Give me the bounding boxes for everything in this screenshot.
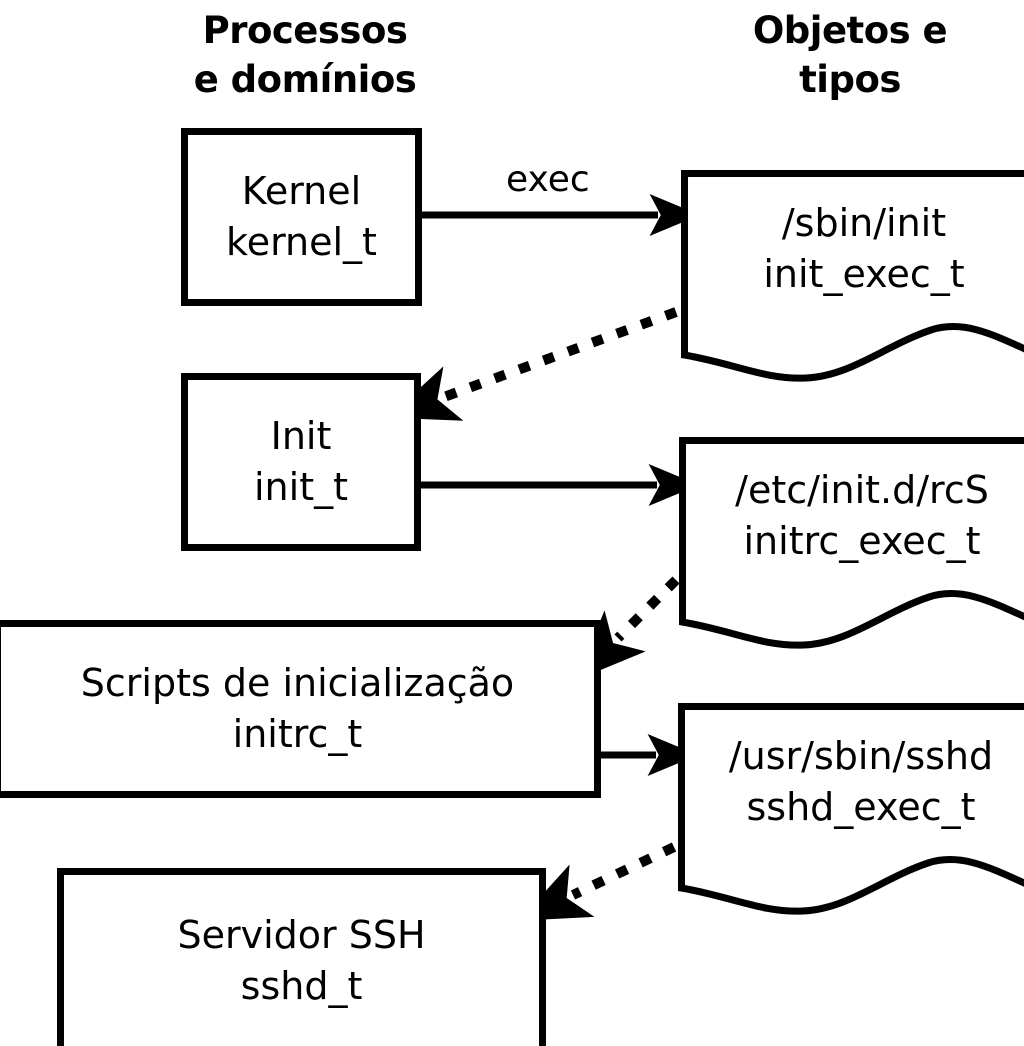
object-type: sshd_exec_t bbox=[746, 785, 976, 829]
object-doc-sbin-init[interactable]: /sbin/init init_exec_t bbox=[681, 170, 1024, 385]
column-header-objects: Objetos e tipos bbox=[752, 9, 948, 101]
object-path: /etc/init.d/rcS bbox=[735, 468, 989, 512]
process-name: Init bbox=[270, 414, 332, 458]
object-path: /sbin/init bbox=[781, 201, 947, 245]
object-type: initrc_exec_t bbox=[743, 519, 981, 563]
object-type: init_exec_t bbox=[763, 252, 965, 296]
object-doc-rcs[interactable]: /etc/init.d/rcS initrc_exec_t bbox=[679, 437, 1024, 652]
object-path: /usr/sbin/sshd bbox=[728, 734, 994, 778]
column-header-processes: Processos e domínios bbox=[193, 9, 417, 101]
process-box-initrc[interactable]: Scripts de inicialização initrc_t bbox=[0, 620, 601, 798]
edge-sshd-exec-transition-sshd bbox=[518, 842, 677, 921]
process-type: initrc_t bbox=[232, 712, 363, 756]
process-type: sshd_t bbox=[240, 964, 363, 1008]
edge-label-exec: exec bbox=[506, 159, 590, 200]
process-type: init_t bbox=[254, 465, 348, 509]
process-name: Servidor SSH bbox=[177, 913, 426, 957]
process-box-init[interactable]: Init init_t bbox=[181, 373, 421, 551]
object-doc-sshd[interactable]: /usr/sbin/sshd sshd_exec_t bbox=[678, 703, 1024, 918]
process-box-kernel[interactable]: Kernel kernel_t bbox=[181, 128, 422, 306]
process-name: Scripts de inicialização bbox=[80, 661, 515, 705]
edge-sbin-init-transition-init bbox=[387, 307, 678, 421]
edge-rcs-transition-initrc bbox=[575, 576, 680, 681]
process-type: kernel_t bbox=[226, 220, 377, 264]
process-box-sshd[interactable]: Servidor SSH sshd_t bbox=[57, 868, 546, 1046]
process-name: Kernel bbox=[241, 169, 362, 213]
